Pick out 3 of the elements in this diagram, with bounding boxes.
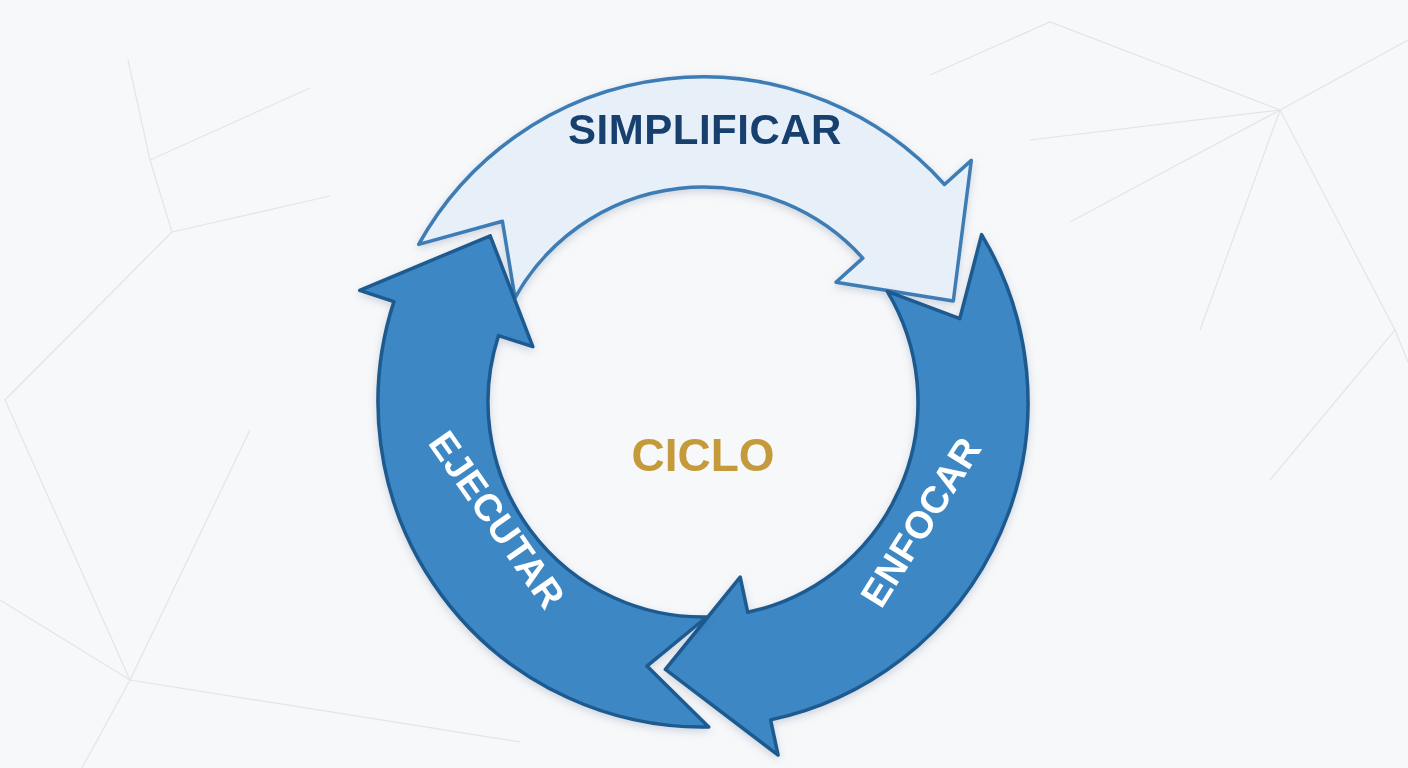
cycle-step-shape	[415, 74, 975, 304]
title: CICLO	[631, 432, 775, 478]
step-label: SIMPLIFICAR	[568, 109, 842, 151]
